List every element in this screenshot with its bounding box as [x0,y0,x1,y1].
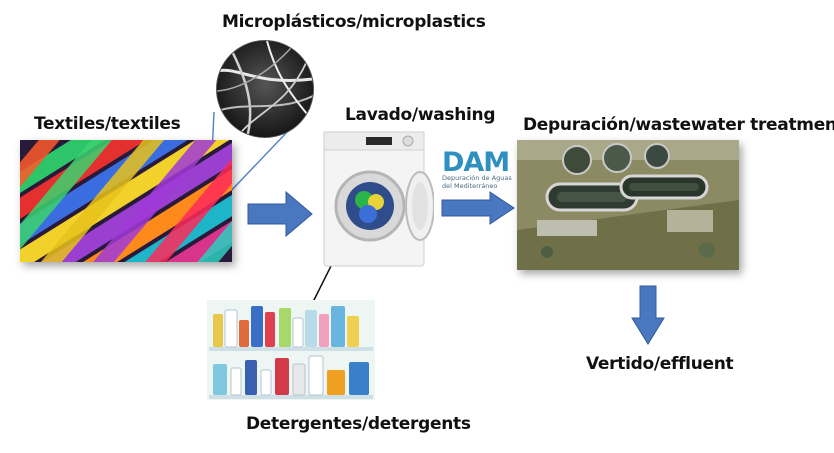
washing-machine-image [322,130,434,270]
dam-logo-mark: DAM [442,148,510,174]
detergents-label: Detergentes/detergents [246,414,471,434]
dam-logo: DAM Depuración de Aguas del Mediterráneo [442,148,522,190]
arrow-treatment-to-effluent [631,285,665,345]
arrow-washing-to-treatment [441,191,515,225]
svg-text:DAM: DAM [442,148,509,174]
washing-label: Lavado/washing [345,105,496,125]
textiles-image [20,140,232,262]
microplastics-label: Microplásticos/microplastics [222,12,486,32]
dam-logo-line2: del Mediterráneo [442,182,498,190]
microplastics-sem-image [216,40,314,138]
effluent-label: Vertido/effluent [586,354,734,374]
textiles-label: Textiles/textiles [34,114,181,134]
arrow-textiles-to-washing [247,190,313,238]
detergents-image [207,300,375,400]
treatment-label: Depuración/wastewater treatment [523,115,834,135]
treatment-plant-image [517,140,739,270]
dam-logo-line1: Depuración de Aguas [442,174,512,182]
